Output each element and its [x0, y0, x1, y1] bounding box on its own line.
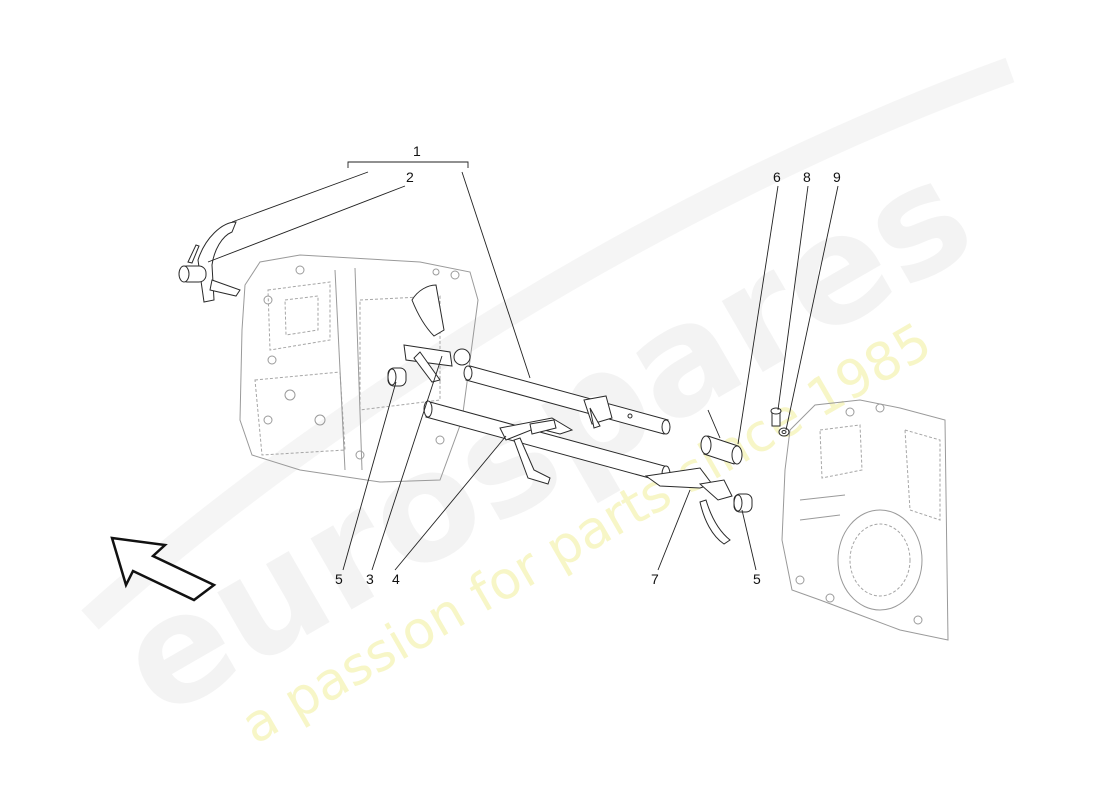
callout-7: 7 — [651, 571, 659, 587]
bushing-left — [387, 367, 407, 387]
shift-rod-lower — [423, 400, 671, 485]
callout-labels: 1 2 3 4 5 5 6 7 8 9 — [335, 143, 841, 587]
callout-4: 4 — [392, 571, 400, 587]
leader-lines — [207, 161, 839, 571]
callout-8: 8 — [803, 169, 811, 185]
shift-rod-upper — [463, 365, 671, 435]
callout-2: 2 — [406, 169, 414, 185]
arrow-up-left-icon — [110, 536, 217, 602]
bushing-right — [733, 493, 753, 513]
gearbox-housing-right — [781, 399, 949, 641]
callout-1: 1 — [413, 143, 421, 159]
washer — [778, 427, 790, 437]
callout-3: 3 — [366, 571, 374, 587]
callout-6: 6 — [773, 169, 781, 185]
shift-rail-fork — [644, 467, 733, 545]
bolt — [770, 407, 782, 427]
shift-fork-small — [178, 221, 241, 303]
callout-5-left: 5 — [335, 571, 343, 587]
shift-sleeve — [700, 435, 743, 465]
callout-5-right: 5 — [753, 571, 761, 587]
watermark: eurospares a passion for parts since 198… — [81, 57, 1015, 756]
callout-9: 9 — [833, 169, 841, 185]
